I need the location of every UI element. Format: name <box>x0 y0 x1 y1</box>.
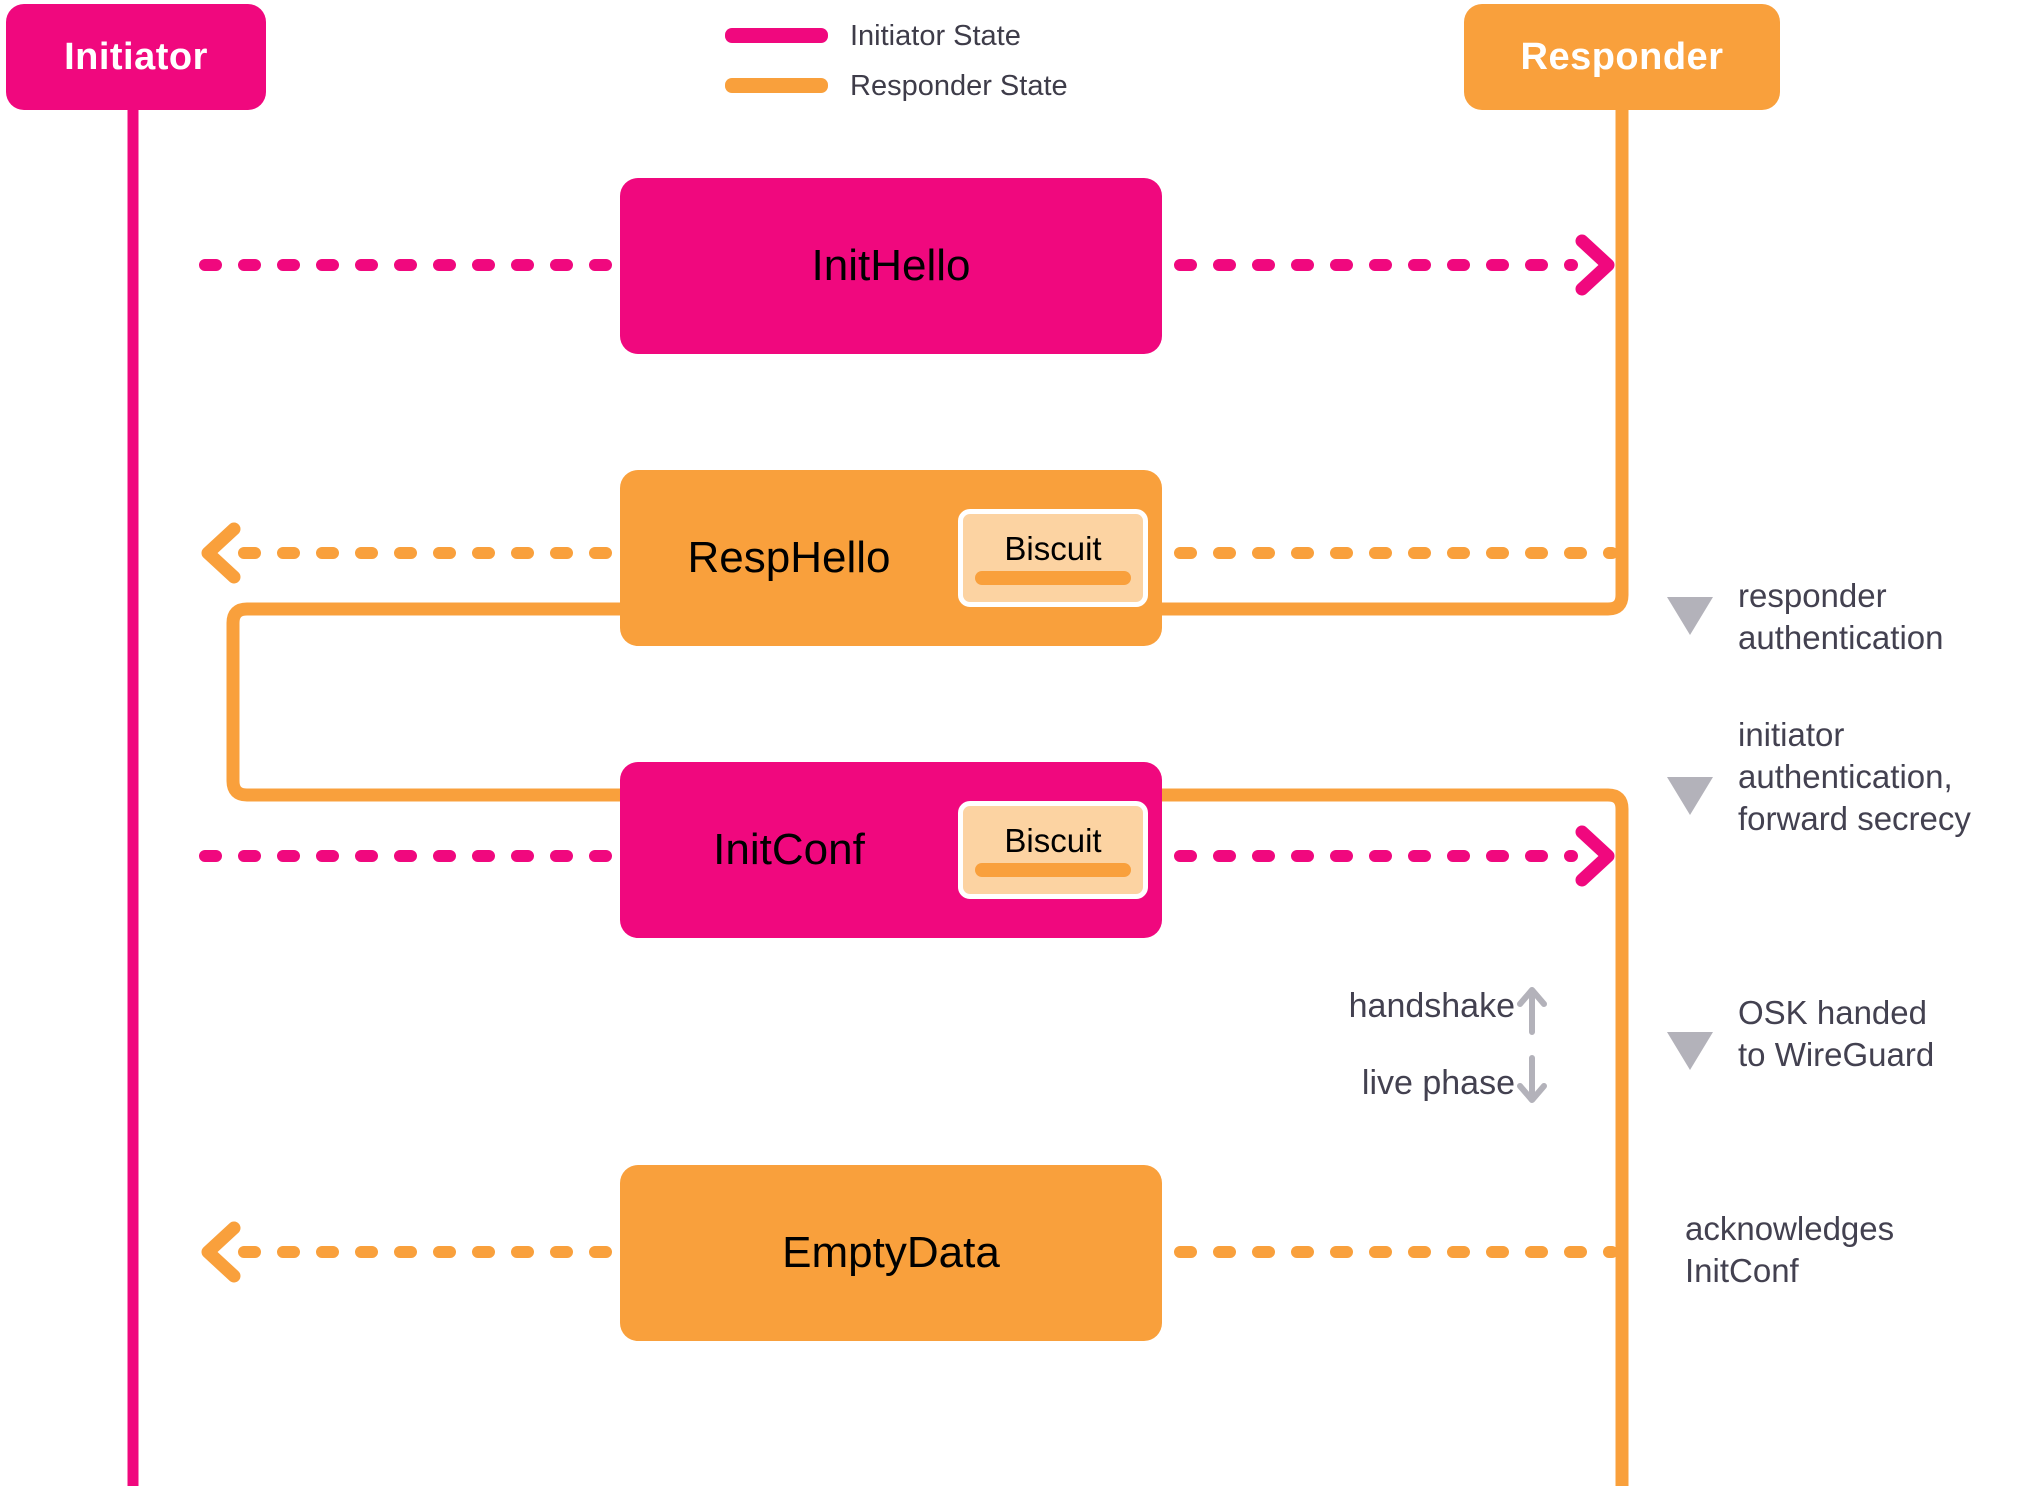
biscuit-state-loop-line <box>226 602 620 802</box>
biscuit-bar-icon <box>975 571 1131 585</box>
annotation-line: InitConf <box>1685 1252 1799 1289</box>
biscuit-bar-icon <box>975 863 1131 877</box>
phase-label-handshake: handshake <box>1348 987 1515 1025</box>
annotation-line: to WireGuard <box>1738 1036 1935 1073</box>
phase-label-live-phase: live phase <box>1361 1064 1515 1102</box>
annotation-initiator-authentication: initiator authentication, forward secrec… <box>1738 714 1971 840</box>
annotation-line: acknowledges <box>1685 1210 1895 1247</box>
osk-triangle-icon <box>1667 1032 1713 1070</box>
message-box-resphello: RespHello Biscuit <box>620 470 1162 646</box>
live-phase-down-arrow-icon <box>1517 1055 1547 1103</box>
annotation-acknowledges-initconf: acknowledges InitConf <box>1685 1208 1894 1292</box>
responder-actor-box: Responder <box>1464 4 1780 110</box>
inithello-arrowhead-icon <box>1575 234 1615 296</box>
biscuit-box-initconf: Biscuit <box>958 801 1148 899</box>
message-box-emptydata: EmptyData <box>620 1165 1162 1341</box>
annotation-osk-handed-to-wireguard: OSK handed to WireGuard <box>1738 992 1934 1076</box>
biscuit-label: Biscuit <box>1004 822 1102 859</box>
initconf-arrowhead-icon <box>1575 825 1615 887</box>
biscuit-label: Biscuit <box>1004 530 1102 567</box>
handshake-up-arrow-icon <box>1517 987 1547 1035</box>
annotation-line: OSK handed <box>1738 994 1927 1031</box>
message-box-initconf: InitConf Biscuit <box>620 762 1162 938</box>
message-label-emptydata: EmptyData <box>782 1228 1000 1277</box>
responder-lifeline-lower-segment <box>1162 788 1629 1486</box>
annotation-responder-authentication: responder authentication <box>1738 575 1944 659</box>
legend-swatch-initiator-state <box>725 28 828 43</box>
message-label-initconf: InitConf <box>713 825 865 874</box>
initiator-actor-box: Initiator <box>6 4 266 110</box>
responder-actor-label: Responder <box>1520 35 1724 78</box>
annotation-line: authentication, <box>1738 758 1953 795</box>
annotation-line: responder <box>1738 577 1887 614</box>
message-label-resphello: RespHello <box>687 533 891 582</box>
responder-lifeline-upper-segment <box>1162 100 1629 616</box>
emptydata-arrowhead-icon <box>201 1221 241 1283</box>
initiator-auth-triangle-icon <box>1667 777 1713 815</box>
message-label-inithello: InitHello <box>811 241 971 290</box>
resphello-arrowhead-icon <box>201 522 241 584</box>
legend-swatch-responder-state <box>725 78 828 93</box>
annotation-line: forward secrecy <box>1738 800 1971 837</box>
annotation-line: authentication <box>1738 619 1944 656</box>
biscuit-box-resphello: Biscuit <box>958 509 1148 607</box>
responder-auth-triangle-icon <box>1667 597 1713 635</box>
legend-label-initiator-state: Initiator State <box>850 20 1021 52</box>
message-box-inithello: InitHello <box>620 178 1162 354</box>
legend-label-responder-state: Responder State <box>850 70 1068 102</box>
annotation-line: initiator <box>1738 716 1845 753</box>
initiator-actor-label: Initiator <box>64 35 208 78</box>
